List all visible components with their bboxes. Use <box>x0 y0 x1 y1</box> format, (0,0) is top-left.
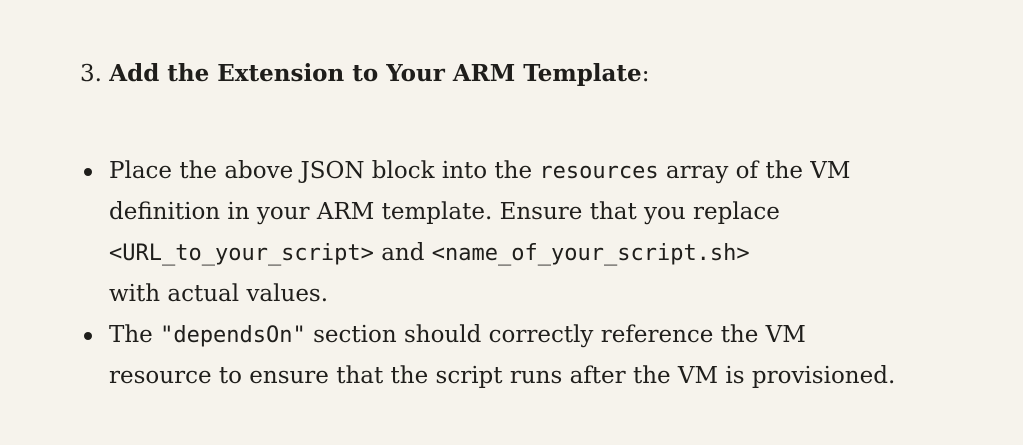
text-segment: section should correctly reference the V… <box>305 322 806 348</box>
bullet-item-depends-on: The "dependsOn" section should correctly… <box>0 315 949 397</box>
text-segment: array of the VM <box>658 158 851 184</box>
inline-code-url-placeholder: <URL_to_your_script> <box>109 241 374 266</box>
bullet-line: <URL_to_your_script> and <name_of_your_s… <box>109 233 949 274</box>
bullet-dot-icon <box>84 168 92 176</box>
text-segment: Place the above JSON block into the <box>109 158 540 184</box>
bullet-line: with actual values. <box>109 281 329 307</box>
bullet-dot-icon <box>84 332 92 340</box>
bullet-line: The "dependsOn" section should correctly… <box>109 315 949 356</box>
step-heading: 3. Add the Extension to Your ARM Templat… <box>80 57 649 91</box>
inline-code-depends-on: "dependsOn" <box>160 323 306 348</box>
inline-code-resources: resources <box>539 159 659 184</box>
bullet-item-placement: Place the above JSON block into the reso… <box>0 151 949 315</box>
bullet-line: resource to ensure that the script runs … <box>109 363 896 389</box>
step-title: Add the Extension to Your ARM Template <box>109 60 642 87</box>
bullet-line: definition in your ARM template. Ensure … <box>109 199 780 225</box>
step-title-suffix: : <box>641 61 650 87</box>
inline-code-script-name-placeholder: <name_of_your_script.sh> <box>431 241 750 266</box>
bullet-list: Place the above JSON block into the reso… <box>0 151 949 397</box>
step-number: 3. <box>80 61 102 87</box>
bullet-line: Place the above JSON block into the reso… <box>109 151 949 192</box>
text-segment: and <box>373 240 432 266</box>
text-segment: The <box>109 322 161 348</box>
